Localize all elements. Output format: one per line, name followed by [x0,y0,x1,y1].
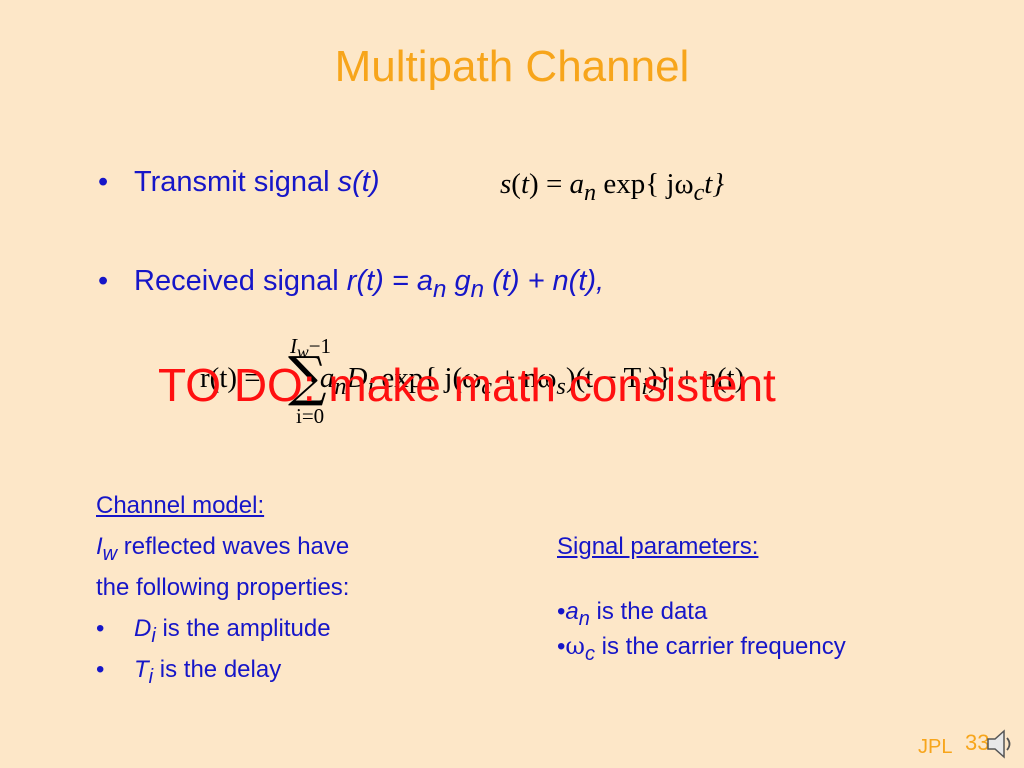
bullet-received: •Received signal r(t) = an gn (t) + n(t)… [98,265,605,303]
bullet-text: Received signal [134,265,347,297]
bullet-marker: • [98,166,109,198]
bullet-marker: • [98,265,109,297]
channel-model-line2: the following properties: [96,574,350,601]
sum-upper-limit: Iw−1 [290,334,332,363]
channel-model-item-amplitude: •Di is the amplitude [96,615,331,647]
received-equation: r(t) = anDi exp{ j(ωc + nωs)(t − Ti)} + … [200,362,745,400]
signal-params-item-carrier: •ωc is the carrier frequency [557,632,846,665]
todo-note: TO DO: make math consistent [158,359,776,411]
bullet-var: s(t) [337,166,380,198]
bullet-text: Transmit signal [134,166,338,198]
channel-model-heading: Channel model: [96,492,265,519]
page-number: 33 [965,730,990,755]
speaker-icon[interactable] [986,728,1014,765]
sum-symbol: ∑ [288,345,327,408]
slide-title: Multipath Channel [334,42,690,91]
channel-model-line1: Iw reflected waves have [96,533,350,565]
transmit-equation: s(t) = an exp{ jωct} [500,168,724,206]
sum-lower-limit: i=0 [296,404,325,428]
footer-org: JPL [918,736,953,758]
signal-params-heading: Signal parameters: [557,533,759,560]
signal-params-item-data: •an is the data [557,598,708,630]
bullet-transmit: • Transmit signal s(t) [98,166,379,199]
channel-model-item-delay: •Ti is the delay [96,656,282,688]
